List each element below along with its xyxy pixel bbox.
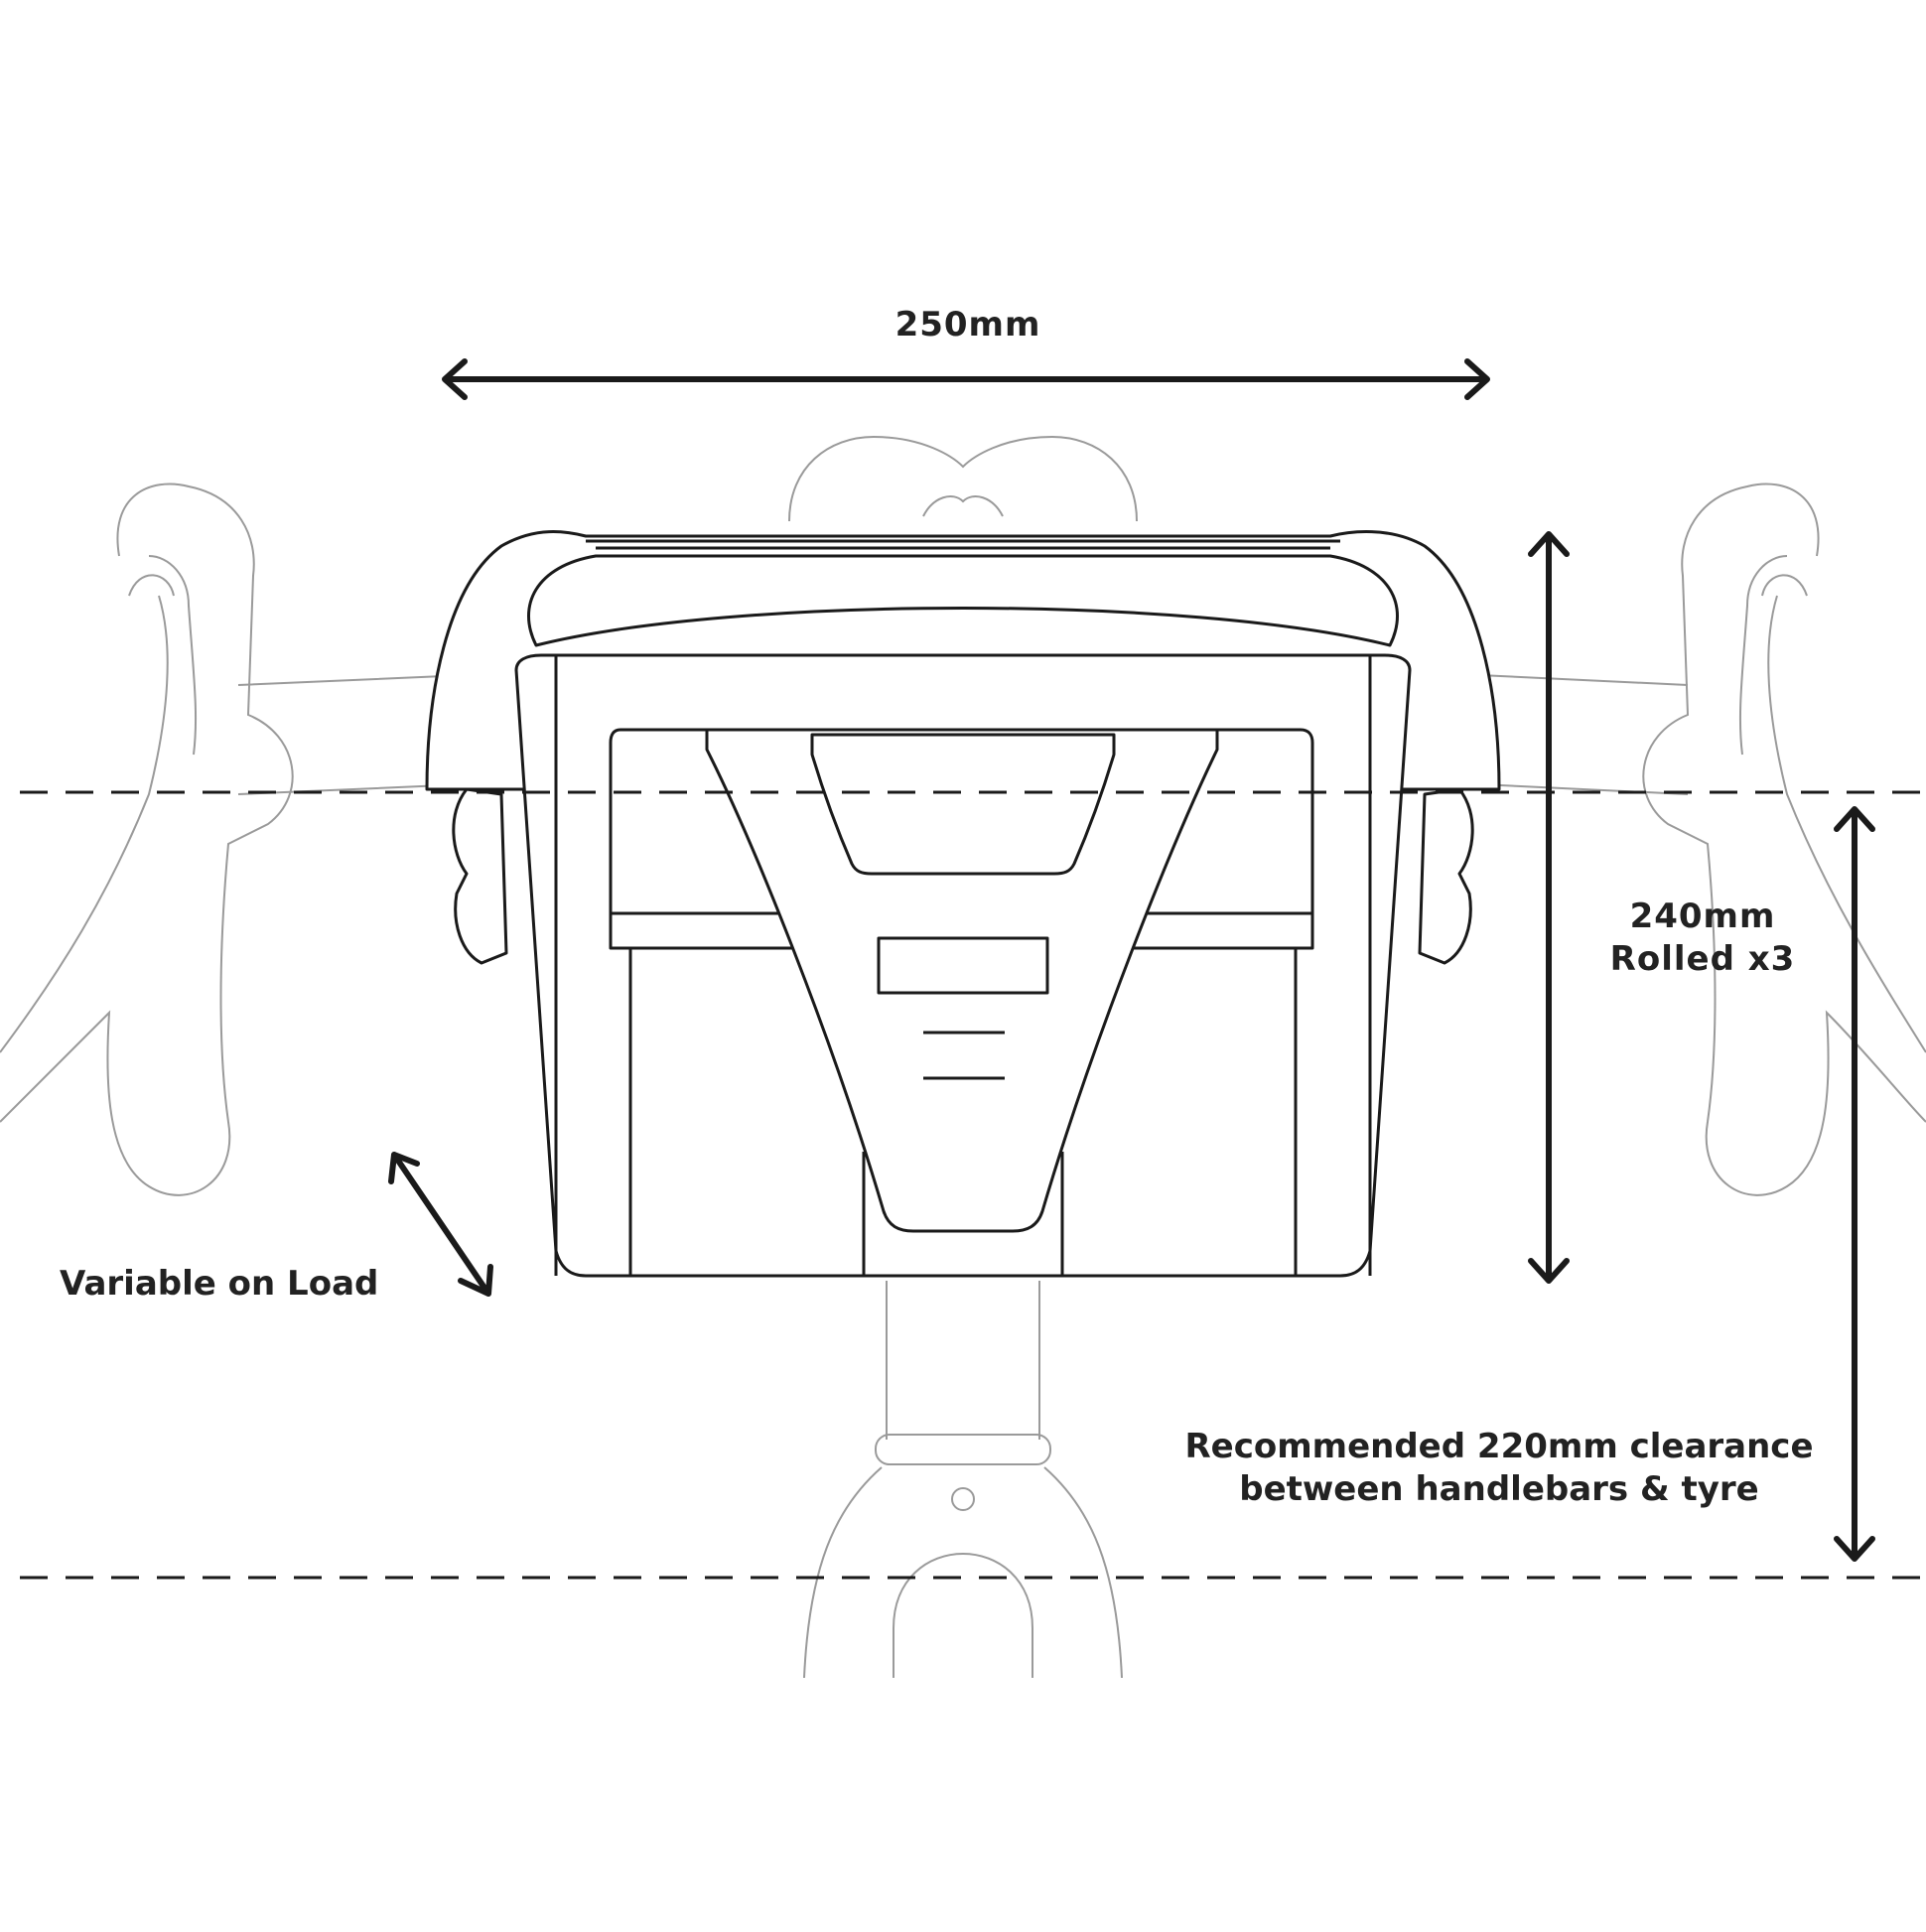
harness-label-patch [877,936,1049,995]
stem-cap [788,435,1138,522]
height-arrow [1528,531,1570,1284]
width-arrow [442,358,1490,400]
harness-lines [923,1031,1005,1080]
side-clip-right [1418,787,1474,965]
headset-ring [875,1434,1051,1465]
variable-on-load-label: Variable on Load [60,1264,379,1304]
head-tube [886,1281,1040,1440]
height-value: 240mm [1629,897,1776,936]
side-clip-left [452,787,508,965]
height-dimension-label: 240mm Rolled x3 [1588,896,1817,980]
bike-outline [0,435,1926,1679]
handlebar-right [1478,674,1689,795]
height-note: Rolled x3 [1609,938,1796,979]
fork-crown [803,1466,1123,1679]
headset-bolt [951,1487,975,1511]
brake-lever-right [1642,483,1926,1196]
clearance-line-2: between handlebars & tyre [1239,1468,1759,1509]
brake-lever-left [0,483,294,1196]
clearance-arrow [1834,806,1875,1562]
clearance-line-1: Recommended 220mm clearance [1184,1427,1814,1466]
variable-arrow [388,1152,493,1297]
handlebar-bag [425,530,1501,1278]
clearance-label: Recommended 220mm clearance between hand… [1092,1426,1906,1510]
width-dimension-label: 250mm [894,305,1041,345]
harness-top-notch [810,733,1116,876]
